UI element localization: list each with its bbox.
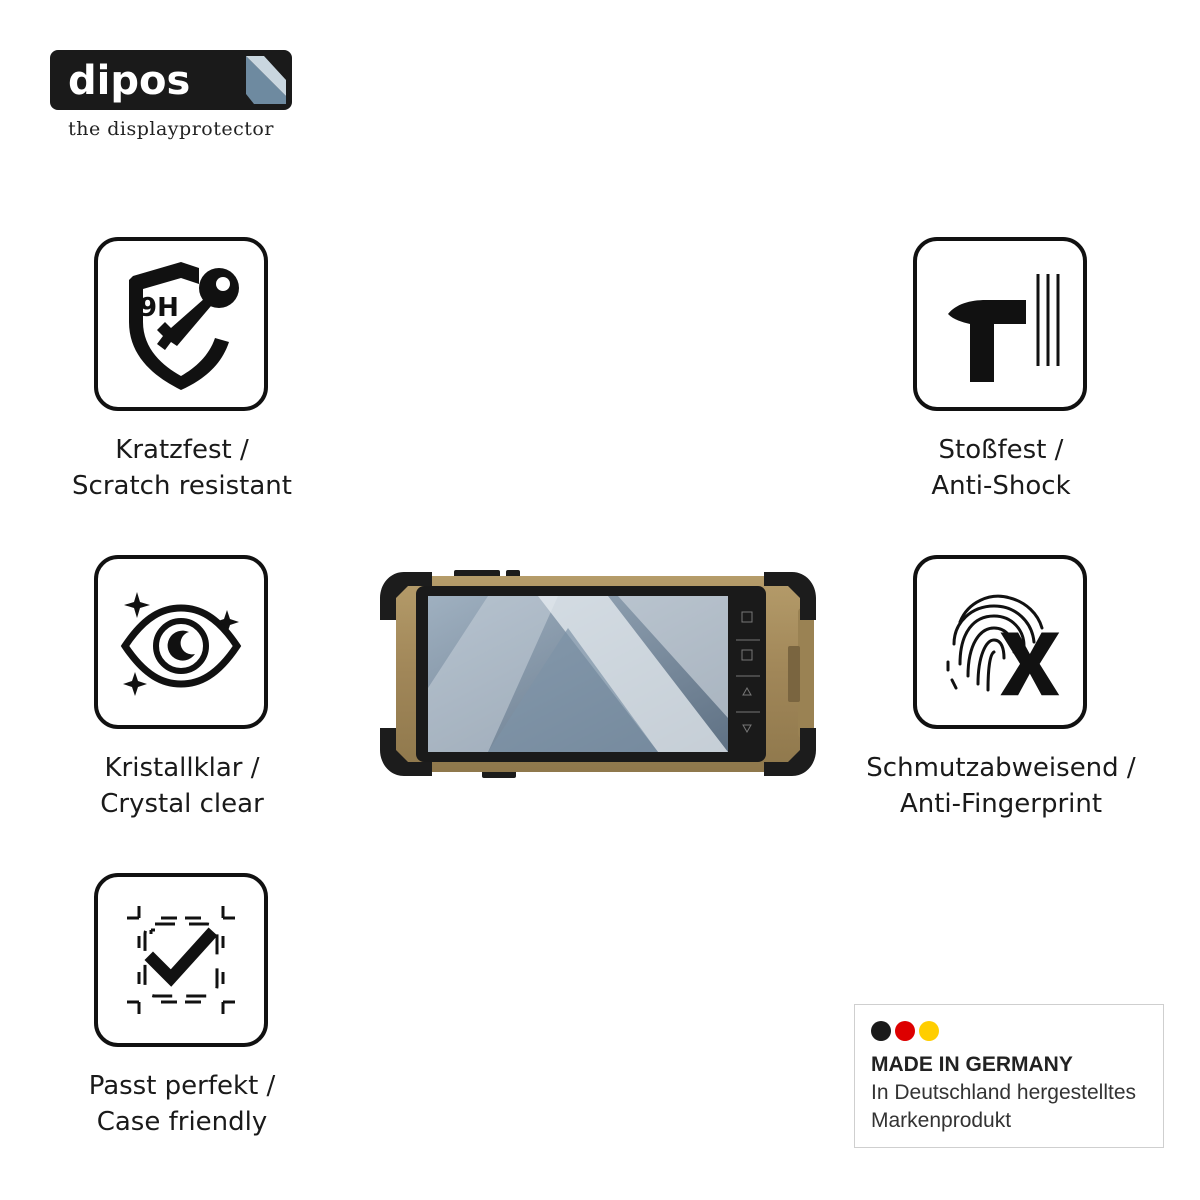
caption-line-en: Scratch resistant bbox=[72, 471, 292, 501]
logo-tagline: the displayprotector bbox=[68, 118, 274, 140]
flag-dot-black bbox=[871, 1021, 891, 1041]
germany-flag-dots bbox=[871, 1021, 939, 1041]
crystal-clear-caption: Kristallklar / Crystal clear bbox=[2, 750, 362, 822]
crystal-clear-icon bbox=[120, 592, 242, 696]
caption-line-de: Kratzfest / bbox=[115, 435, 249, 465]
made-in-germany-badge: MADE IN GERMANY In Deutschland hergestel… bbox=[854, 1004, 1164, 1148]
logo-text: dipos bbox=[68, 58, 190, 104]
caption-line-en: Crystal clear bbox=[100, 789, 264, 819]
anti-fingerprint-icon bbox=[946, 594, 1060, 696]
scratch-resistant-tile: 9H bbox=[94, 237, 268, 411]
caption-line-de: Stoßfest / bbox=[938, 435, 1064, 465]
anti-fingerprint-tile bbox=[913, 555, 1087, 729]
caption-line-en: Case friendly bbox=[96, 1107, 268, 1137]
flag-dot-red bbox=[895, 1021, 915, 1041]
anti-fingerprint-caption: Schmutzabweisend / Anti-Fingerprint bbox=[821, 750, 1181, 822]
case-friendly-caption: Passt perfekt / Case friendly bbox=[2, 1068, 362, 1140]
anti-shock-tile bbox=[913, 237, 1087, 411]
case-friendly-icon bbox=[127, 906, 235, 1014]
rugged-tablet-image bbox=[378, 568, 818, 780]
made-in-germany-line2: Markenprodukt bbox=[871, 1109, 1012, 1132]
crystal-clear-tile bbox=[94, 555, 268, 729]
anti-shock-icon bbox=[948, 274, 1060, 382]
svg-text:9H: 9H bbox=[139, 293, 179, 323]
caption-line-en: Anti-Shock bbox=[931, 471, 1071, 501]
scratch-resistant-icon: 9H bbox=[129, 262, 239, 390]
made-in-germany-line1: In Deutschland hergestelltes bbox=[871, 1081, 1136, 1104]
anti-shock-caption: Stoßfest / Anti-Shock bbox=[821, 432, 1181, 504]
caption-line-de: Passt perfekt / bbox=[88, 1071, 276, 1101]
brand-logo: dipos bbox=[50, 50, 292, 110]
caption-line-en: Anti-Fingerprint bbox=[899, 789, 1103, 819]
made-in-germany-title: MADE IN GERMANY bbox=[871, 1053, 1073, 1076]
case-friendly-tile bbox=[94, 873, 268, 1047]
caption-line-de: Kristallklar / bbox=[104, 753, 260, 783]
flag-dot-gold bbox=[919, 1021, 939, 1041]
caption-line-de: Schmutzabweisend / bbox=[866, 753, 1136, 783]
scratch-resistant-caption: Kratzfest / Scratch resistant bbox=[2, 432, 362, 504]
